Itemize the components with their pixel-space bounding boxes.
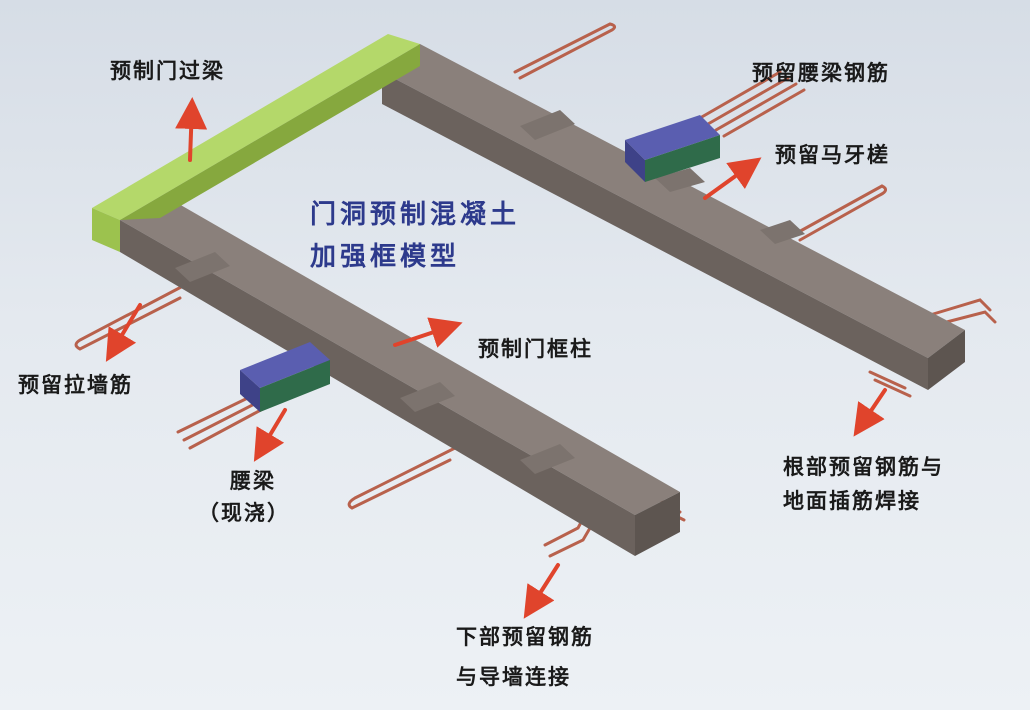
rebar-left-loop [74, 283, 187, 351]
arrow-lintel [175, 97, 208, 162]
arrow-horse-tooth [703, 157, 762, 200]
waist-beam-upper [625, 115, 720, 182]
label-waist-rebar: 预留腰梁钢筋 [752, 61, 890, 85]
label-waist-beam-line2: （现浇） [198, 501, 290, 525]
label-horse-tooth: 预留马牙槎 [775, 143, 890, 167]
left-column [120, 196, 680, 556]
arrow-lower-rebar [523, 563, 560, 619]
label-lower-rebar-line2: 与导墙连接 [456, 665, 571, 689]
arrow-base-rebar [853, 388, 887, 437]
label-tie-rebar: 预留拉墙筋 [18, 373, 133, 397]
rebar-group [74, 22, 997, 558]
label-waist-beam-line1: 腰梁 [230, 469, 276, 493]
arrow-tie-rebar [105, 303, 142, 362]
label-lower-rebar-line1: 下部预留钢筋 [456, 625, 594, 649]
label-base-rebar-line1: 根部预留钢筋与 [783, 455, 944, 479]
label-lintel: 预制门过梁 [110, 59, 225, 83]
rebar-right-loop [793, 184, 887, 242]
rebar-base [868, 370, 912, 398]
arrow-door-column [393, 317, 463, 348]
rebar-right-end [928, 298, 997, 327]
right-column [382, 44, 965, 390]
waist-beam-lower [240, 342, 330, 412]
diagram-title-line1: 门洞预制混凝土 [310, 200, 521, 230]
label-base-rebar-line2: 地面插筋焊接 [783, 489, 921, 513]
arrow-group [105, 97, 887, 619]
diagram-title-line2: 加强框模型 [310, 242, 461, 272]
rebar-bottom-end [543, 498, 686, 558]
rebar-lower-loop [347, 446, 457, 510]
arrow-waist-beam [253, 408, 287, 462]
label-door-column: 预制门框柱 [478, 337, 593, 361]
rebar-waist-upper [698, 70, 806, 138]
rebar-top-loop [513, 22, 617, 80]
lintel-beam [92, 34, 420, 252]
